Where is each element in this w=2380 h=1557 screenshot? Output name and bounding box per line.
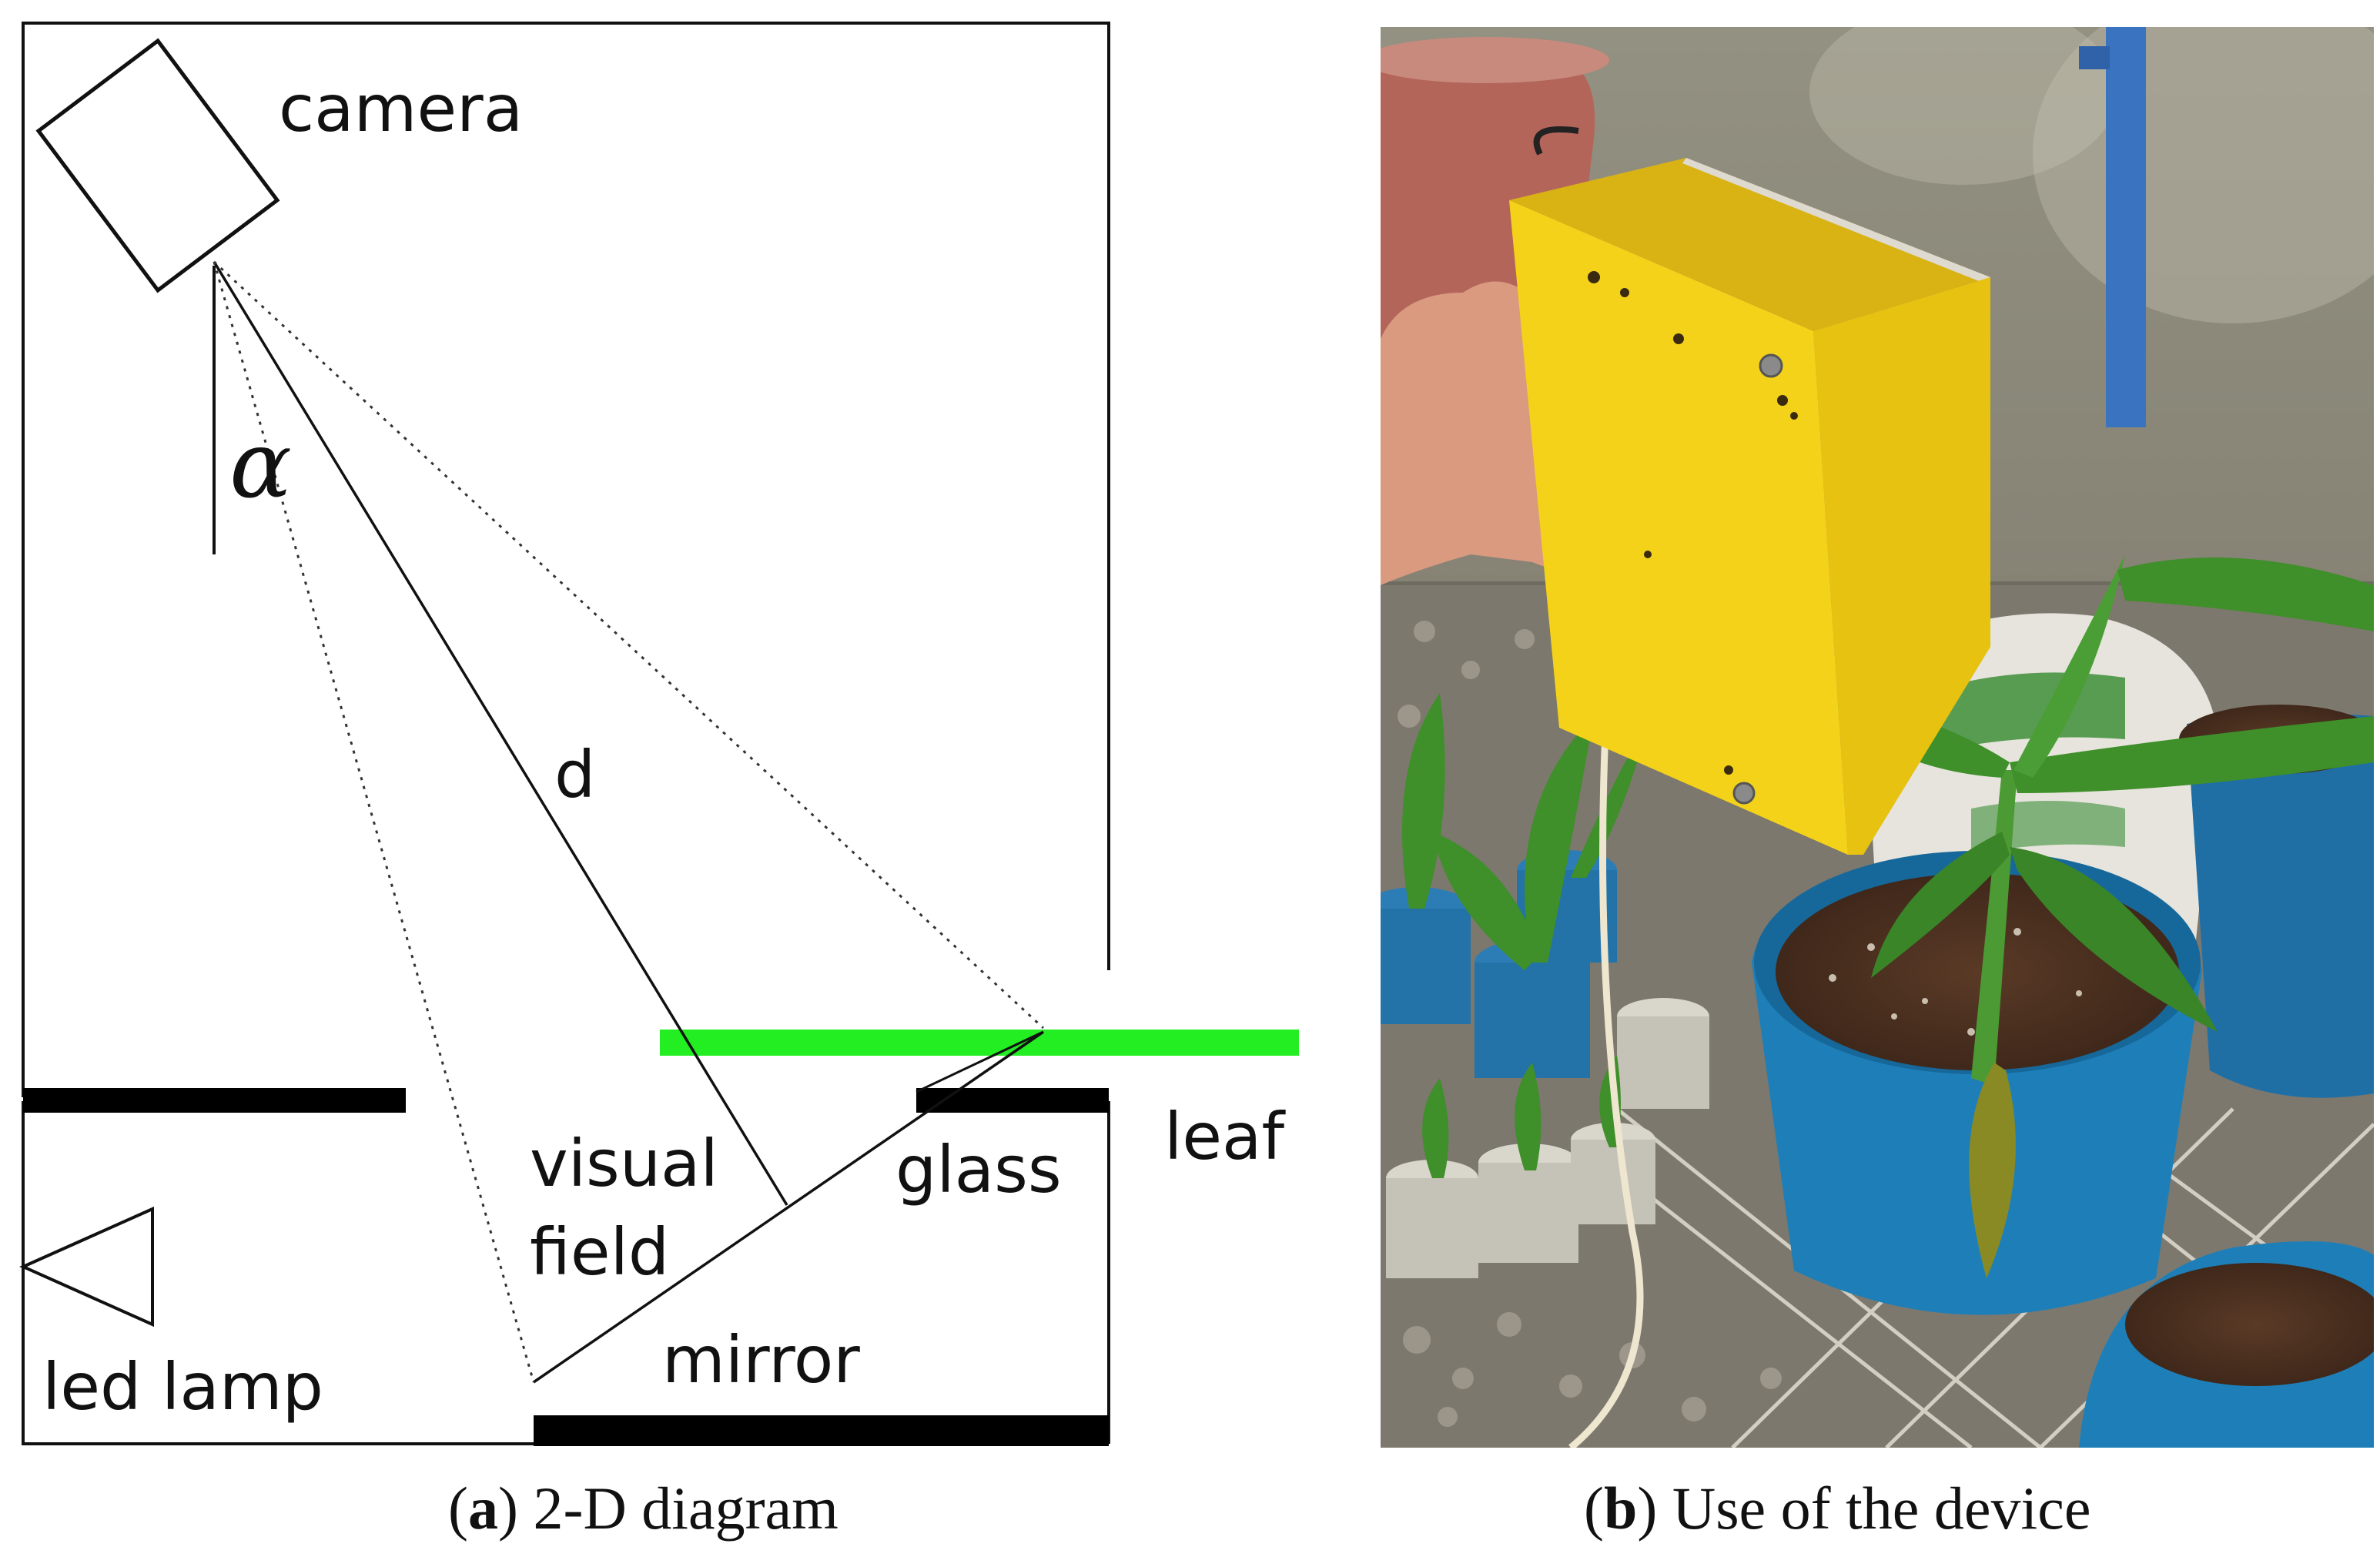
led-lamp-icon xyxy=(19,1206,154,1328)
main-pot xyxy=(1752,851,2202,1315)
glass-label: glass xyxy=(895,1132,1062,1207)
caption-a-text: 2-D diagram xyxy=(518,1475,839,1542)
leaf-label: leaf xyxy=(1164,1099,1286,1174)
glass-edge-line xyxy=(916,1030,1044,1093)
visual-field-left-dotted xyxy=(213,261,535,1383)
caption-a-letter: a xyxy=(468,1475,498,1542)
lower-chamber-outline xyxy=(22,1101,535,1445)
field-label: field xyxy=(530,1214,669,1290)
caption-b: (b) Use of the device xyxy=(1584,1475,2090,1542)
camera-icon xyxy=(35,38,280,293)
camera-label: camera xyxy=(279,71,523,146)
mirror-line xyxy=(533,1030,1044,1384)
alpha-label: α xyxy=(229,412,292,519)
mirror-label: mirror xyxy=(662,1322,860,1398)
led-lamp-label: led lamp xyxy=(42,1349,323,1425)
glass-plate xyxy=(916,1088,1109,1113)
upper-plate-left xyxy=(23,1088,406,1113)
device-photo xyxy=(1381,27,2374,1448)
caption-a: (a) 2-D diagram xyxy=(448,1475,839,1542)
optical-axis-line xyxy=(213,261,788,1206)
caption-b-letter: b xyxy=(1604,1475,1637,1542)
diagram-panel: camera α d leaf glass visual field mirro… xyxy=(19,22,1299,1446)
visual-field-right-dotted xyxy=(213,260,1045,1030)
mirror-base-plate xyxy=(534,1415,1109,1446)
distance-d-label: d xyxy=(554,737,595,812)
visual-label: visual xyxy=(530,1126,718,1201)
banana-plant xyxy=(1825,554,2374,1278)
caption-b-text: Use of the device xyxy=(1657,1475,2090,1542)
yellow-device xyxy=(1509,158,1990,855)
enclosure-outline xyxy=(22,22,1110,1097)
leaf-bar xyxy=(660,1030,1299,1056)
